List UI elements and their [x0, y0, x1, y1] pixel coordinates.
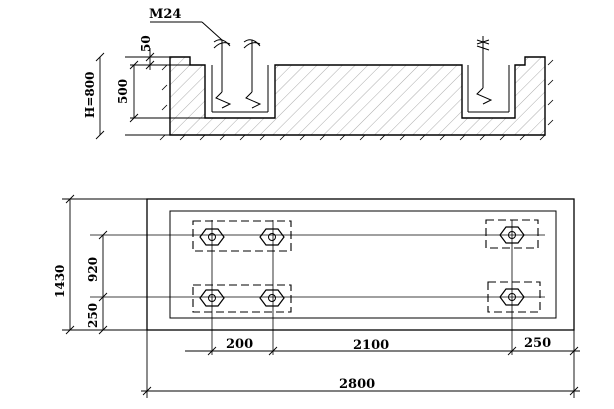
dim-top: 50 — [139, 35, 153, 52]
dim-edge-right: 250 — [524, 336, 551, 351]
ground-hatch — [159, 59, 554, 141]
bolt-pocket-1 — [192, 220, 292, 252]
anchor-bolt-left-2 — [243, 39, 262, 109]
plan-vertical-dimensions — [62, 194, 147, 335]
foundation-section-body — [169, 56, 546, 136]
pocket-edges — [189, 57, 510, 113]
anchor-bolt-left-1 — [213, 39, 232, 109]
dim-total-height: 1430 — [53, 265, 67, 298]
dim-pocket: 500 — [116, 79, 130, 104]
bolt-pocket-2 — [192, 284, 292, 313]
foundation-outline — [146, 198, 575, 331]
bolt-pocket-3 — [485, 219, 539, 249]
dim-edge-vertical: 250 — [86, 303, 100, 328]
bolt-label: M24 — [149, 7, 181, 22]
dim-bolt-spacing-horizontal: 2100 — [353, 338, 389, 353]
dim-bolt-spacing-vertical: 920 — [86, 257, 100, 282]
bolt-centerlines — [90, 220, 545, 355]
section-view: M24 50 500 H=800 — [83, 7, 554, 141]
bolt-leader — [150, 21, 223, 41]
plan-horizontal-dimensions — [141, 330, 580, 398]
bolt-pocket-4 — [487, 281, 541, 313]
section-dimension-lines — [95, 48, 205, 140]
foundation-inner-outline — [169, 210, 557, 319]
anchor-bolt-right — [476, 36, 493, 105]
dim-height: H=800 — [83, 72, 97, 118]
dim-edge-left: 200 — [226, 337, 253, 352]
plan-view: 1430 920 250 200 2100 250 2800 — [53, 194, 580, 398]
dim-total-width: 2800 — [339, 377, 375, 392]
